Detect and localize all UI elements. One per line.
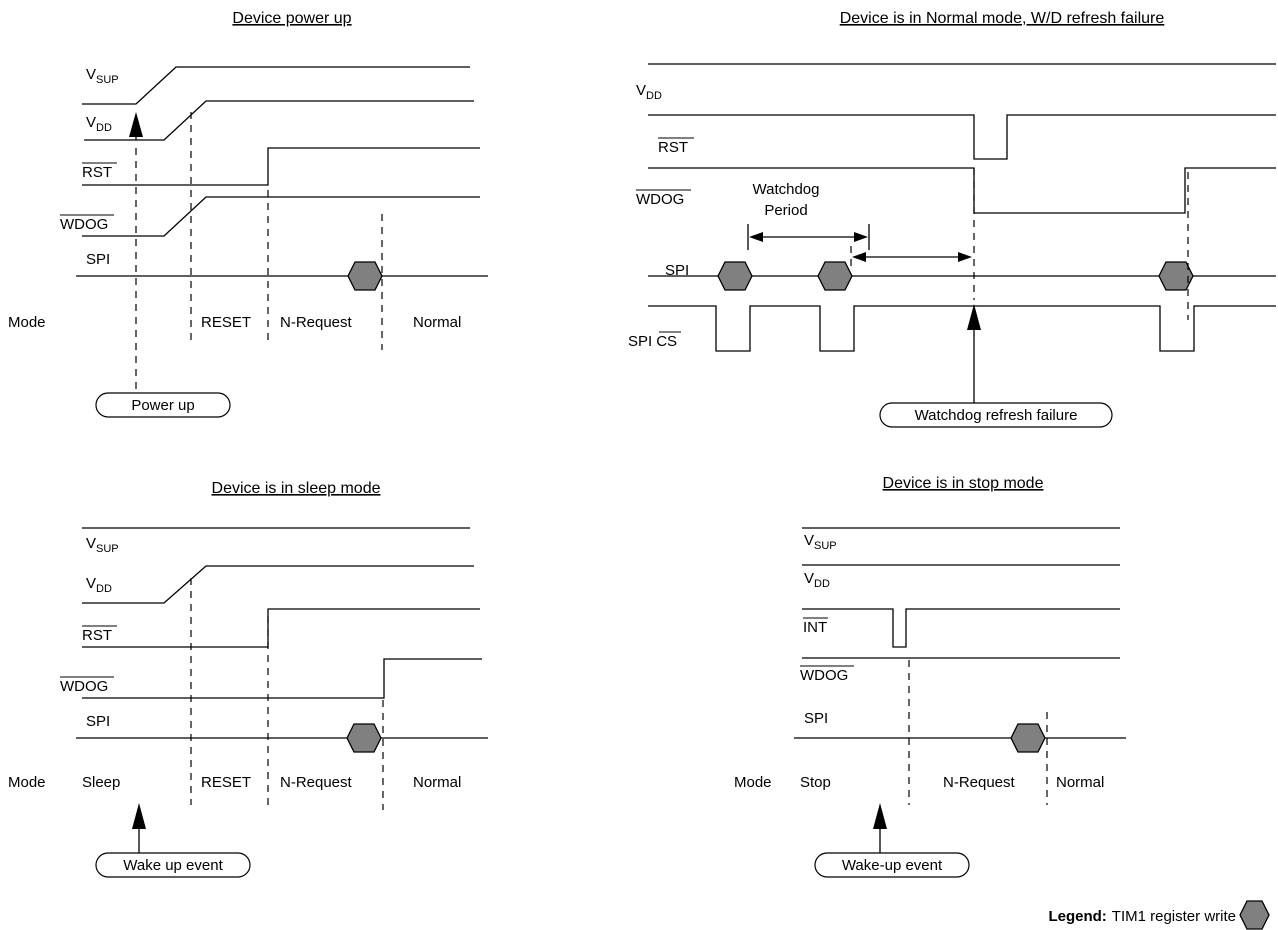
spi-label: SPI <box>804 710 828 727</box>
int-label: INT <box>803 619 827 636</box>
mode-normal: Normal <box>413 774 461 791</box>
period-arrowhead-left <box>749 232 763 242</box>
vdd-label: VDD <box>636 82 662 102</box>
mode-stop: Stop <box>800 774 831 791</box>
tim1-write-hex <box>347 261 383 291</box>
watchdog-period-line1: Watchdog <box>753 181 820 198</box>
period-arrowhead-right <box>854 232 868 242</box>
tim1-write-hex <box>717 261 753 291</box>
wdog-label: WDOG <box>60 216 108 233</box>
rst-label: RST <box>658 139 688 156</box>
mode-normal: Normal <box>1056 774 1104 791</box>
sleep-event-label: Wake up event <box>123 857 223 874</box>
legend-text: Legend:TIM1 register write <box>1048 908 1236 925</box>
spi-label: SPI <box>86 713 110 730</box>
int-waveform <box>802 608 1120 648</box>
power-up-title: Device power up <box>232 10 351 27</box>
mode-label: Mode <box>734 774 772 791</box>
period2-arrowhead-left <box>852 252 866 262</box>
wdog-label: WDOG <box>800 667 848 684</box>
mode-n-request: N-Request <box>280 314 353 331</box>
sleep-event-pill <box>95 852 251 878</box>
vsup-label: VSUP <box>86 66 119 86</box>
power-up-event-pill <box>95 392 231 418</box>
rst-label: RST <box>82 164 112 181</box>
wake-arrowhead <box>132 803 146 829</box>
watchdog-title: Device is in Normal mode, W/D refresh fa… <box>840 10 1165 27</box>
mode-reset: RESET <box>201 314 251 331</box>
vdd-label: VDD <box>804 570 830 590</box>
sleep-title: Device is in sleep mode <box>212 480 381 497</box>
mode-label: Mode <box>8 774 46 791</box>
vdd-waveform <box>82 565 474 604</box>
panel-stop: Device is in stop mode VSUP VDD INT WDOG… <box>734 475 1126 878</box>
spi-label: SPI <box>86 251 110 268</box>
tim1-write-hex <box>346 723 382 753</box>
stop-title: Device is in stop mode <box>883 475 1044 492</box>
watchdog-event-pill <box>879 402 1113 428</box>
tim1-write-hex <box>1158 261 1194 291</box>
tim1-write-hex <box>1010 723 1046 753</box>
rst-label: RST <box>82 627 112 644</box>
spi-label: SPI <box>665 262 689 279</box>
rst-waveform <box>648 114 1276 160</box>
mode-normal: Normal <box>413 314 461 331</box>
legend-hex-symbol <box>1239 900 1270 930</box>
stop-event-pill <box>814 852 970 878</box>
panel-power-up: Device power up VSUP VDD RST WDOG SPI Mo… <box>8 10 488 418</box>
stop-event-label: Wake-up event <box>842 857 943 874</box>
wdog-waveform <box>648 167 1276 214</box>
power-up-event-label: Power up <box>131 397 194 414</box>
panel-sleep: Device is in sleep mode VSUP VDD RST WDO… <box>8 480 488 878</box>
watchdog-period-line2: Period <box>764 202 807 219</box>
wdog-label: WDOG <box>636 191 684 208</box>
mode-reset: RESET <box>201 774 251 791</box>
vdd-waveform <box>84 100 474 141</box>
panel-watchdog: Device is in Normal mode, W/D refresh fa… <box>628 10 1276 428</box>
legend: Legend:TIM1 register write <box>1048 900 1270 930</box>
vsup-label: VSUP <box>804 532 837 552</box>
wdog-waveform <box>82 658 482 699</box>
rst-waveform <box>82 147 480 186</box>
period2-arrowhead-right <box>958 252 972 262</box>
failure-arrowhead <box>967 304 981 330</box>
wdog-label: WDOG <box>60 678 108 695</box>
vdd-label: VDD <box>86 114 112 134</box>
wdog-waveform <box>82 196 480 237</box>
mode-sleep: Sleep <box>82 774 120 791</box>
vsup-label: VSUP <box>86 535 119 555</box>
vdd-label: VDD <box>86 575 112 595</box>
vsup-waveform <box>82 66 470 105</box>
power-up-arrowhead <box>129 112 143 137</box>
watchdog-event-label: Watchdog refresh failure <box>915 407 1078 424</box>
mode-n-request: N-Request <box>943 774 1016 791</box>
mode-n-request: N-Request <box>280 774 353 791</box>
mode-label: Mode <box>8 314 46 331</box>
rst-waveform <box>82 608 480 648</box>
spi-cs-waveform <box>648 305 1276 352</box>
tim1-write-hex <box>817 261 853 291</box>
wake-arrowhead <box>873 803 887 829</box>
